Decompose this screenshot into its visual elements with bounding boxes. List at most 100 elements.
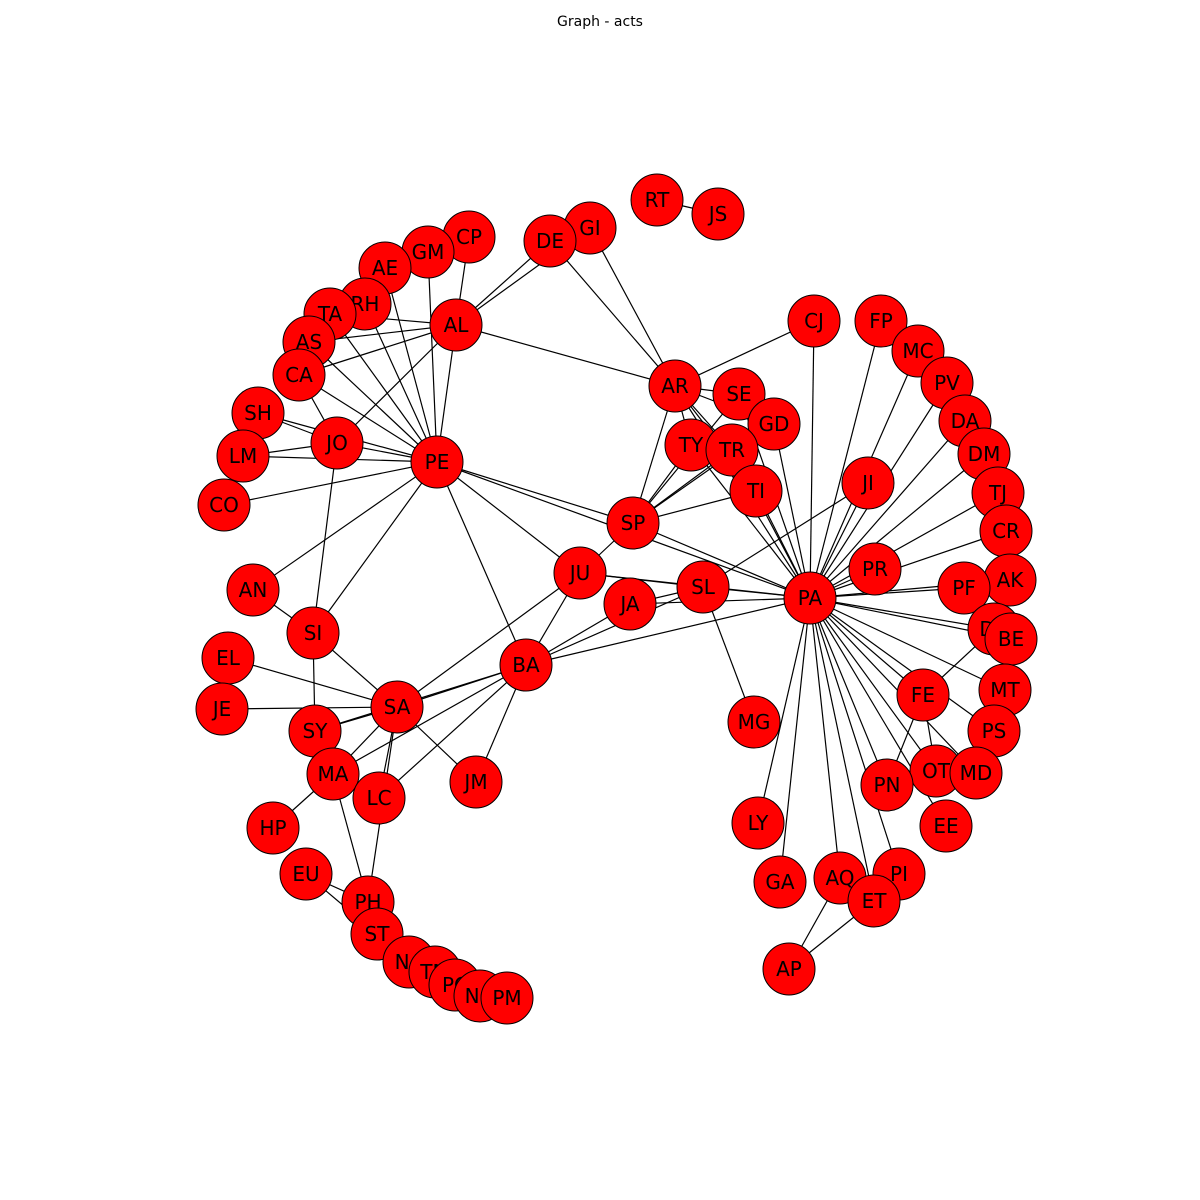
node-circle — [648, 359, 702, 413]
node-gi: GI — [563, 201, 617, 255]
node-circle — [691, 187, 745, 241]
edge-pe-ae — [384, 267, 438, 463]
node-circle — [523, 214, 577, 268]
node-label: ET — [862, 889, 888, 913]
node-circle — [896, 668, 950, 722]
edge-pa-tj — [809, 492, 999, 599]
edge-pa-ly — [757, 597, 811, 824]
node-circle — [841, 456, 895, 510]
node-sh: SH — [231, 386, 285, 440]
node-ar: AR — [648, 359, 702, 413]
node-label: FE — [911, 683, 935, 707]
node-circle — [676, 560, 730, 614]
edge-lc-ba — [378, 664, 527, 799]
node-label: CO — [209, 493, 239, 517]
node-ly: LY — [731, 796, 785, 850]
edge-de-ar — [549, 240, 676, 387]
node-rt: RT — [630, 173, 684, 227]
node-lm: LM — [216, 429, 270, 483]
edge-pe-as — [308, 341, 438, 463]
edge-sl-ji — [702, 482, 869, 588]
node-be: BE — [984, 612, 1038, 666]
edge-pe-rh — [364, 303, 438, 463]
node-label: AN — [239, 578, 268, 602]
edge-pa-pn — [809, 597, 888, 786]
edge-pa-aq — [809, 597, 841, 879]
node-label: ST — [365, 922, 391, 946]
node-an: AN — [226, 563, 280, 617]
node-pa: PA — [783, 571, 837, 625]
node-ps: PS — [967, 704, 1021, 758]
node-ji: JI — [841, 456, 895, 510]
node-label: AL — [444, 313, 470, 337]
node-circle — [848, 542, 902, 596]
node-label: PM — [492, 986, 521, 1010]
node-circle — [847, 874, 901, 928]
node-label: AQ — [825, 866, 854, 890]
node-label: TJ — [988, 481, 1007, 505]
node-ee: EE — [919, 799, 973, 853]
node-label: HP — [259, 816, 286, 840]
node-label: JE — [211, 697, 232, 721]
node-label: JU — [568, 561, 591, 585]
node-label: BE — [998, 627, 1024, 651]
node-circle — [410, 435, 464, 489]
node-ti: TI — [729, 464, 783, 518]
node-circle — [762, 942, 816, 996]
node-ma: MA — [306, 747, 360, 801]
node-ca: CA — [272, 348, 326, 402]
edge-pa-da — [809, 420, 966, 599]
node-label: SH — [244, 401, 272, 425]
edge-pa-ga — [779, 597, 811, 883]
node-label: JO — [324, 431, 348, 455]
node-circle — [630, 173, 684, 227]
node-sl: SL — [676, 560, 730, 614]
node-ja: JA — [603, 577, 657, 631]
node-ty: TY — [664, 418, 718, 472]
edge-gi-ar — [589, 227, 676, 387]
edge-pe-si — [312, 461, 438, 634]
edge-pe-co — [223, 461, 438, 506]
edge-ma-ba — [332, 664, 527, 775]
node-label: LY — [748, 811, 769, 835]
node-et: ET — [847, 874, 901, 928]
node-label: JM — [462, 770, 487, 794]
node-label: CA — [285, 363, 313, 387]
node-label: SA — [384, 695, 411, 719]
node-pn: PN — [860, 758, 914, 812]
node-label: BA — [512, 653, 540, 677]
node-label: PV — [934, 371, 960, 395]
node-label: DM — [968, 442, 1001, 466]
node-ak: AK — [983, 553, 1037, 607]
node-fp: FP — [854, 294, 908, 348]
node-circle — [727, 695, 781, 749]
node-circle — [705, 423, 759, 477]
node-label: GA — [765, 870, 794, 894]
node-label: PA — [798, 586, 823, 610]
node-label: FP — [869, 309, 893, 333]
edge-gd-pa — [773, 423, 811, 599]
node-circle — [712, 367, 766, 421]
node-label: CP — [456, 225, 482, 249]
node-circle — [747, 397, 801, 451]
node-sy: SY — [288, 704, 342, 758]
node-circle — [306, 747, 360, 801]
node-circle — [937, 561, 991, 615]
node-eu: EU — [279, 847, 333, 901]
node-label: MG — [738, 710, 771, 734]
node-label: GI — [579, 216, 600, 240]
node-ju: JU — [553, 546, 607, 600]
node-label: AP — [776, 957, 802, 981]
node-circle — [226, 563, 280, 617]
edge-pa-dr — [809, 597, 995, 630]
node-label: GD — [759, 412, 790, 436]
node-label: OT — [922, 759, 951, 783]
node-tr: TR — [705, 423, 759, 477]
edge-sa-ju — [396, 572, 581, 708]
node-al: AL — [429, 298, 483, 352]
node-label: TR — [718, 438, 745, 462]
node-label: AR — [661, 374, 689, 398]
node-ap: AP — [762, 942, 816, 996]
node-label: TY — [678, 433, 704, 457]
